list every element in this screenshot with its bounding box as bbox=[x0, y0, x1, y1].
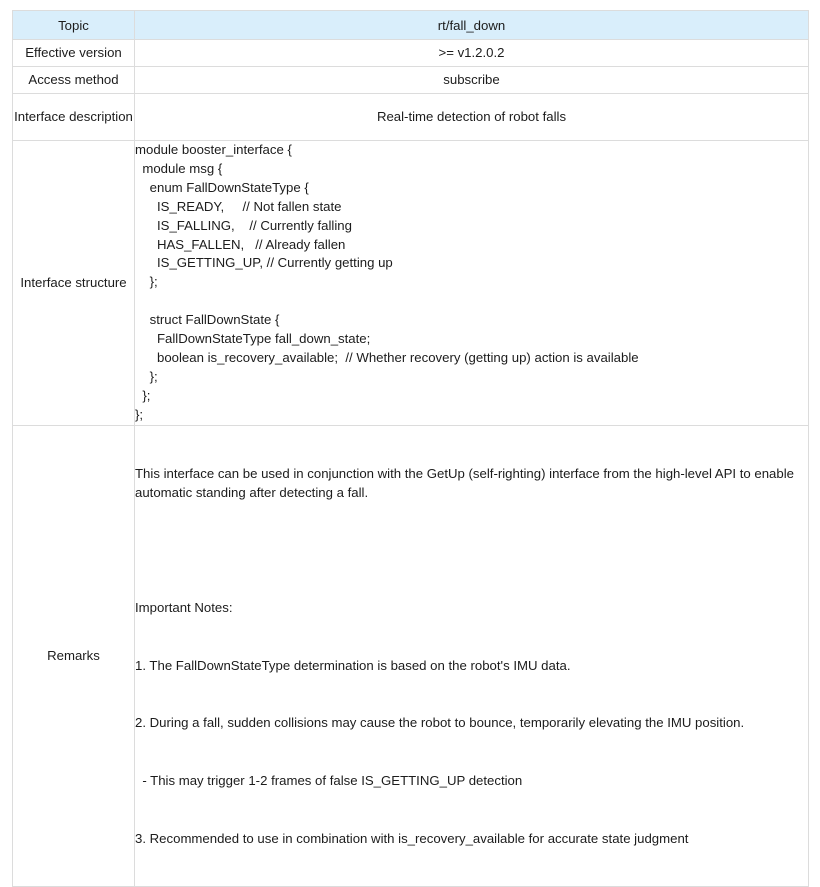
row-value-interface-structure: module booster_interface { module msg { … bbox=[134, 140, 809, 426]
remarks-spacer bbox=[135, 541, 808, 560]
row-value-interface-description: Real-time detection of robot falls bbox=[134, 93, 809, 141]
row-value-access-method: subscribe bbox=[134, 66, 809, 94]
table-row-interface-description: Interface description Real-time detectio… bbox=[12, 93, 809, 141]
table-row-effective-version: Effective version >= v1.2.0.2 bbox=[12, 39, 809, 67]
idl-code-block: module booster_interface { module msg { … bbox=[135, 142, 639, 422]
remarks-intro-paragraph: This interface can be used in conjunctio… bbox=[135, 466, 798, 501]
remarks-notes-heading: Important Notes: bbox=[135, 600, 233, 616]
row-label-interface-description: Interface description bbox=[12, 93, 135, 141]
row-label-access-method: Access method bbox=[12, 66, 135, 94]
remarks-note-item: 1. The FallDownStateType determination i… bbox=[135, 657, 571, 673]
interface-spec-table: Topic rt/fall_down Effective version >= … bbox=[12, 10, 809, 887]
row-value-effective-version: >= v1.2.0.2 bbox=[134, 39, 809, 67]
row-value-remarks: This interface can be used in conjunctio… bbox=[134, 424, 809, 887]
header-label-topic: Topic bbox=[12, 10, 135, 40]
row-label-remarks: Remarks bbox=[12, 424, 135, 887]
header-value-topic-name: rt/fall_down bbox=[134, 10, 809, 40]
remarks-note-subitem: - This may trigger 1-2 frames of false I… bbox=[135, 773, 523, 789]
table-row-remarks: Remarks This interface can be used in co… bbox=[12, 424, 809, 887]
row-label-effective-version: Effective version bbox=[12, 39, 135, 67]
page-root: Topic rt/fall_down Effective version >= … bbox=[12, 10, 809, 887]
row-label-interface-structure: Interface structure bbox=[12, 140, 135, 426]
table-header-row: Topic rt/fall_down bbox=[12, 10, 809, 40]
remarks-note-item: 3. Recommended to use in combination wit… bbox=[135, 830, 689, 846]
table-row-access-method: Access method subscribe bbox=[12, 66, 809, 94]
remarks-body: This interface can be used in conjunctio… bbox=[135, 426, 808, 887]
table-row-interface-structure: Interface structure module booster_inter… bbox=[12, 140, 809, 426]
remarks-note-item: 2. During a fall, sudden collisions may … bbox=[135, 715, 745, 731]
